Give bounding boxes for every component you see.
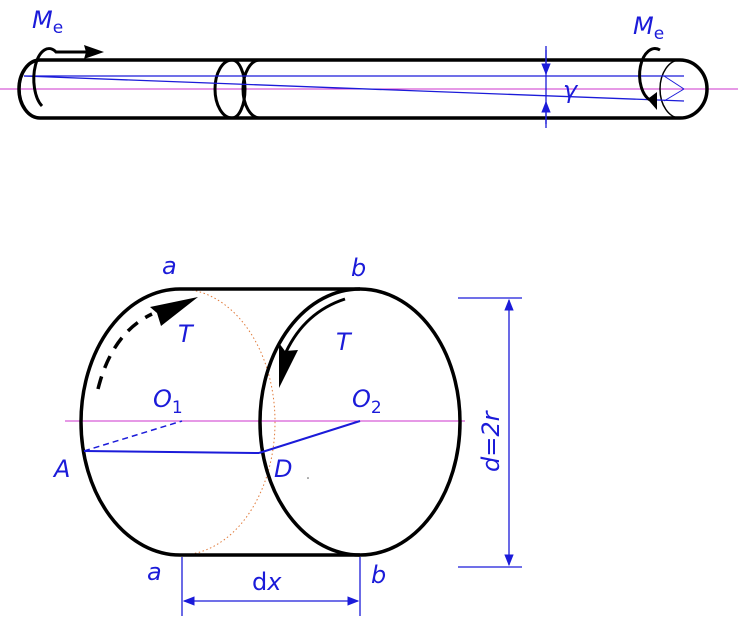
diameter-label: d=2r xyxy=(477,409,505,472)
shaft-element-seam-3 xyxy=(241,58,261,120)
right-face xyxy=(258,287,462,557)
label-b-bottom: b xyxy=(371,561,386,589)
radius-O1-A xyxy=(83,420,183,452)
shaft-left-end xyxy=(17,58,41,120)
moment-arrowhead-right xyxy=(643,92,657,110)
label-a-top: a xyxy=(162,252,177,280)
shaft-element-seam-2 xyxy=(231,58,247,120)
moment-arrowhead-left xyxy=(84,45,104,59)
label-b-top: b xyxy=(351,254,366,282)
shaft-element-seam-1 xyxy=(213,58,233,120)
label-a-bottom: a xyxy=(147,558,162,586)
angle-gamma-label: γ xyxy=(563,76,579,104)
moment-arrow-right xyxy=(638,47,661,102)
right-end-radius xyxy=(663,75,685,90)
left-face-hidden-edge xyxy=(179,288,276,556)
center-O1-label: O1 xyxy=(153,385,183,418)
point-A-label: A xyxy=(52,455,70,483)
line-AD xyxy=(83,450,260,454)
point-D-label: D xyxy=(274,455,292,483)
element-view: d=2r dx a b a b T T O1 O2 A D xyxy=(52,252,522,616)
shaft-view: γ Me Me xyxy=(0,6,738,128)
moment-right-label: Me xyxy=(633,12,664,44)
right-end-radius-2 xyxy=(663,88,685,102)
torque-arrowhead-right xyxy=(279,343,298,388)
left-face-edge xyxy=(79,287,181,557)
shaft-right-end xyxy=(659,59,681,119)
torque-label-left: T xyxy=(178,320,195,348)
torque-label-right: T xyxy=(336,328,353,356)
length-label: dx xyxy=(252,568,282,596)
moment-left-label: Me xyxy=(32,6,63,38)
torque-arrow-left-dashed xyxy=(96,312,153,390)
radius-O2-D xyxy=(258,420,361,454)
torque-arrowhead-left xyxy=(150,297,198,326)
moment-arrow-left xyxy=(32,47,94,108)
torque-arrow-right xyxy=(284,297,346,353)
center-O2-label: O2 xyxy=(352,385,382,418)
point-dot xyxy=(307,477,309,479)
twisted-generator-line xyxy=(23,75,685,102)
